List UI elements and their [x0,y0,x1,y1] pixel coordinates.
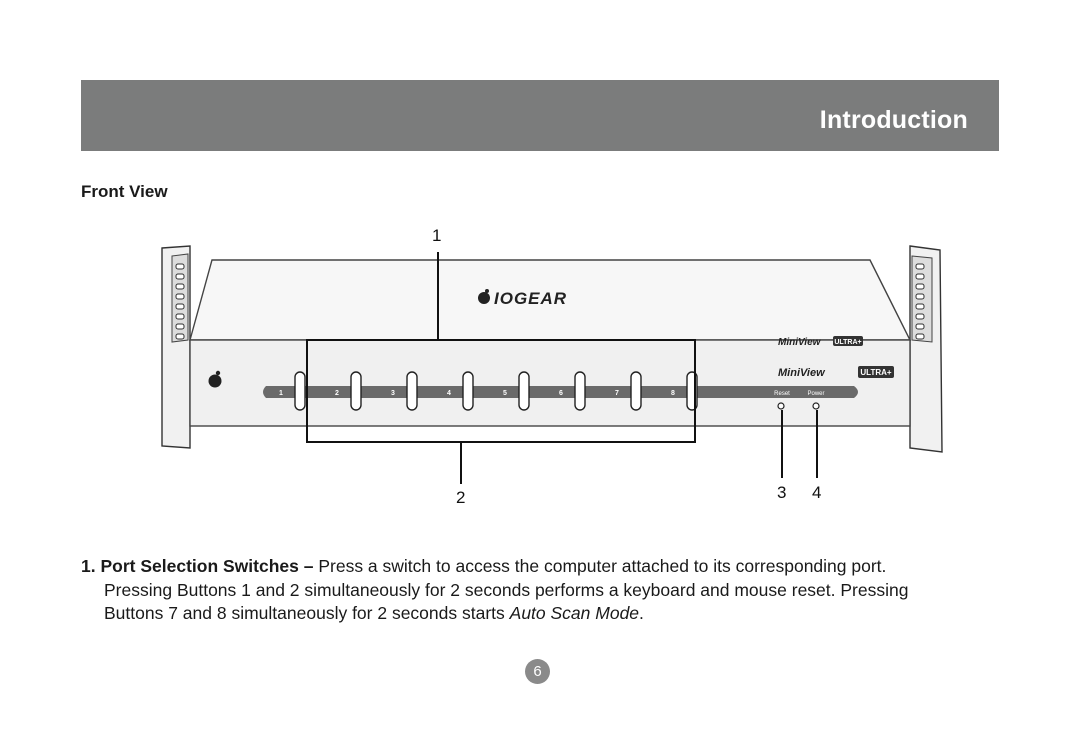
led-label-reset: Reset [774,391,790,397]
port-label: 2 [335,390,339,397]
iogear-brand-logo: IOGEAR [478,289,567,308]
right-rack-ear [909,245,943,453]
callout-number-3: 3 [777,483,787,502]
svg-text:MiniView: MiniView [778,337,822,348]
port-label: 7 [615,390,619,397]
description-line3-start: Buttons 7 and 8 simultaneously for 2 sec… [104,603,510,623]
led-label-power: Power [807,391,824,397]
model-label-top: MiniView ULTRA+ [778,336,863,348]
port-button [518,371,530,411]
description-line3-end: . [639,603,644,623]
port-label: 4 [447,390,451,397]
description-line2: Pressing Buttons 1 and 2 simultaneously … [104,579,909,600]
callout-number-2: 2 [456,488,466,507]
port-button [350,371,362,411]
svg-text:ULTRA+: ULTRA+ [834,339,861,346]
device-front-panel [189,339,911,427]
reset-led [777,402,785,410]
callout-number-4: 4 [812,483,822,502]
power-led [812,402,820,410]
list-number: 1. [81,556,96,576]
page-number: 6 [525,659,550,684]
port-button [630,371,642,411]
section-heading: Front View [81,182,168,201]
callout-number-1: 1 [432,226,442,245]
port-label: 3 [391,390,395,397]
left-rack-ear [161,245,191,449]
port-label: 6 [559,390,563,397]
description-line3: Buttons 7 and 8 simultaneously for 2 sec… [81,602,1011,626]
description-term: Port Selection Switches – [100,556,314,576]
header-bar: Introduction [81,80,999,151]
model-label-front: MiniView ULTRA+ [778,366,894,379]
port-button [574,371,586,411]
page-title: Introduction [819,106,968,134]
svg-text:ULTRA+: ULTRA+ [860,368,892,377]
kvm-switch-illustration: 1 2 3 4 5 6 7 8 Reset Power IOGEAR [161,245,943,484]
front-view-figure: 1 2 3 4 5 6 7 8 Reset Power IOGEAR [150,222,950,512]
port-label: 8 [671,390,675,397]
svg-text:MiniView: MiniView [778,367,826,379]
description-line1: Press a switch to access the computer at… [313,556,887,576]
port-selection-description: 1. Port Selection Switches – Press a swi… [81,555,1011,626]
port-buttons-callout-box [306,339,696,443]
iogear-logo-icon [208,370,222,388]
port-button [406,371,418,411]
port-button [462,371,474,411]
auto-scan-mode-term: Auto Scan Mode [509,603,640,623]
port-label: 5 [503,390,507,397]
port-button [294,371,306,411]
svg-text:IOGEAR: IOGEAR [494,289,567,308]
port-label: 1 [279,390,283,397]
